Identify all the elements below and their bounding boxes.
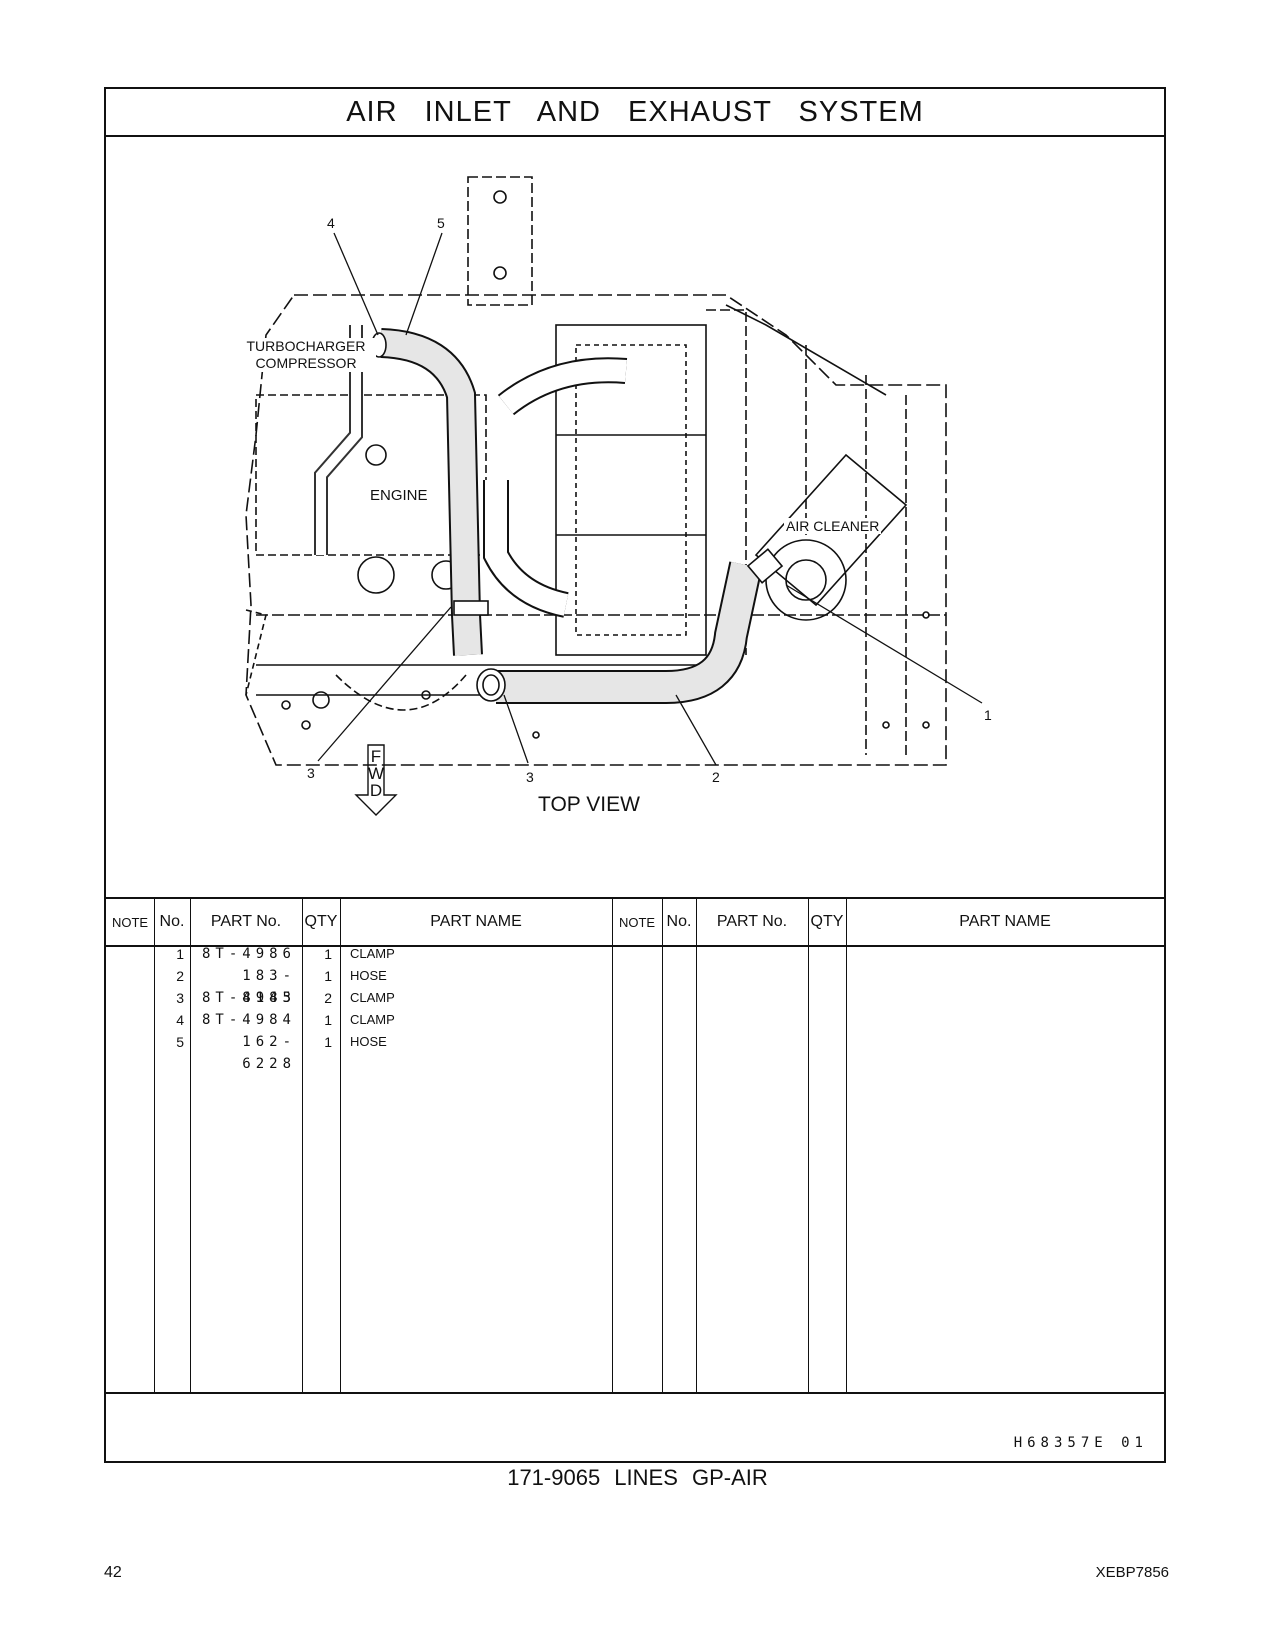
- col-divider: [846, 897, 847, 1392]
- quantity: 1: [324, 1034, 332, 1050]
- fwd-letter-w: W: [367, 764, 385, 783]
- engine-label: ENGINE: [368, 487, 430, 504]
- part-name: CLAMP: [350, 990, 395, 1005]
- fwd-letter-f: F: [370, 747, 382, 766]
- callout-4: 4: [327, 215, 335, 231]
- table-row: 3 8T-4985 2 CLAMP: [106, 987, 612, 1009]
- part-name: HOSE: [350, 968, 387, 983]
- col-divider: [190, 897, 191, 1392]
- part-number: 8T-4986: [201, 946, 296, 962]
- col-divider: [302, 897, 303, 1392]
- col-divider: [662, 897, 663, 1392]
- header-no-left: No.: [159, 913, 185, 930]
- diagram-drawing: [245, 176, 983, 816]
- fwd-letter-d: D: [369, 781, 383, 800]
- header-part-no-right: PART No.: [716, 913, 788, 930]
- row-number: 2: [176, 968, 184, 984]
- header-qty-left: QTY: [304, 913, 338, 930]
- col-divider: [154, 897, 155, 1392]
- row-number: 1: [176, 946, 184, 962]
- page-number: 42: [104, 1564, 122, 1581]
- fwd-label: F W D: [367, 748, 385, 799]
- header-part-no-left: PART No.: [210, 913, 282, 930]
- header-note-right: NOTE: [618, 914, 656, 930]
- part-number: 8T-4984: [201, 1012, 296, 1028]
- table-row: 1 8T-4986 1 CLAMP: [106, 943, 612, 965]
- col-divider: [612, 897, 613, 1392]
- row-number: 5: [176, 1034, 184, 1050]
- document-id: XEBP7856: [1095, 1564, 1169, 1581]
- row-number: 3: [176, 990, 184, 1006]
- quantity: 1: [324, 968, 332, 984]
- header-qty-right: QTY: [810, 913, 844, 930]
- header-no-right: No.: [666, 913, 692, 930]
- turbocharger-label: TURBOCHARGER COMPRESSOR: [236, 338, 376, 372]
- view-label: TOP VIEW: [538, 793, 640, 816]
- part-name: CLAMP: [350, 946, 395, 961]
- callout-2: 2: [712, 769, 720, 785]
- callout-5: 5: [437, 215, 445, 231]
- col-divider: [808, 897, 809, 1392]
- quantity: 2: [324, 990, 332, 1006]
- part-number: 8T-4985: [201, 990, 296, 1006]
- header-part-name-left: PART NAME: [430, 913, 522, 930]
- row-number: 4: [176, 1012, 184, 1028]
- callout-3-right: 3: [526, 769, 534, 785]
- parts-diagram: TURBOCHARGER COMPRESSOR ENGINE AIR CLEAN…: [106, 135, 1164, 897]
- part-number: 183-8143: [242, 968, 296, 1006]
- table-row: 4 8T-4984 1 CLAMP: [106, 1009, 612, 1031]
- parts-table-body: 1 8T-4986 1 CLAMP 2 183-8143 1 HOSE 3 8T…: [106, 943, 1164, 1392]
- header-part-name-right: PART NAME: [959, 913, 1051, 930]
- quantity: 1: [324, 946, 332, 962]
- quantity: 1: [324, 1012, 332, 1028]
- page-frame: AIR INLET AND EXHAUST SYSTEM: [104, 87, 1166, 1463]
- callout-3-left: 3: [307, 765, 315, 781]
- air-cleaner-label: AIR CLEANER: [784, 518, 882, 534]
- group-title: 171-9065 LINES GP-AIR: [507, 1465, 768, 1490]
- turbocharger-label-line1: TURBOCHARGER: [246, 338, 366, 354]
- callout-1: 1: [984, 707, 992, 723]
- part-number: 162-6228: [242, 1034, 296, 1072]
- col-divider: [696, 897, 697, 1392]
- table-row: 5 162-6228 1 HOSE: [106, 1031, 612, 1072]
- header-note-left: NOTE: [111, 914, 149, 930]
- page-title: AIR INLET AND EXHAUST SYSTEM: [106, 89, 1164, 137]
- illustration-id: H68357E 01: [1013, 1435, 1148, 1451]
- part-name: CLAMP: [350, 1012, 395, 1027]
- col-divider: [340, 897, 341, 1392]
- table-row: 2 183-8143 1 HOSE: [106, 965, 612, 1006]
- parts-table-header: NOTE No. PART No. QTY PART NAME NOTE No.…: [106, 897, 1164, 947]
- turbocharger-label-line2: COMPRESSOR: [255, 355, 357, 371]
- part-name: HOSE: [350, 1034, 387, 1049]
- illustration-footer: H68357E 01: [106, 1392, 1164, 1461]
